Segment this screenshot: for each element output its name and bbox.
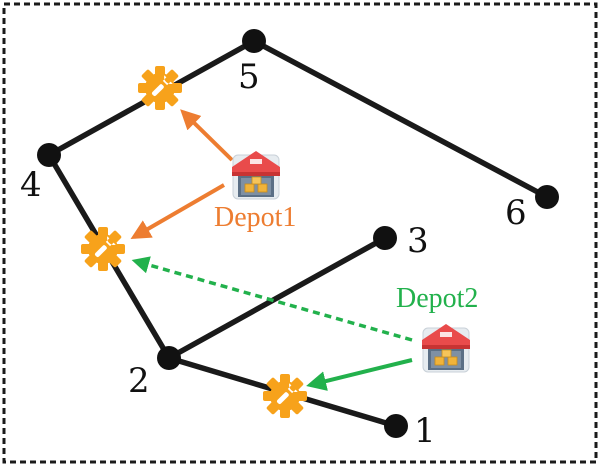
edge-5-6: [251, 38, 550, 200]
edge-2-3: [166, 235, 388, 361]
edges: [46, 38, 550, 429]
depot1-arrow-to-repair-b: [130, 183, 226, 240]
node-1: [384, 414, 408, 438]
node-3: [373, 226, 397, 250]
repair-gear-icon-a: [138, 66, 182, 110]
depot1-arrow-to-repair-a: [180, 109, 234, 162]
depot2-arrow-to-repair-c: [306, 358, 413, 391]
depot1-warehouse-icon: [231, 150, 281, 200]
node-1-label: 1: [414, 411, 436, 451]
depot2-dashed-arrow: [131, 256, 413, 342]
node-4: [37, 143, 61, 167]
node-6: [535, 185, 559, 209]
node-2-label: 2: [128, 361, 150, 401]
repair-gear-icon-b: [81, 227, 125, 271]
depot1-label: Depot1: [214, 202, 296, 233]
node-4-label: 4: [20, 165, 42, 205]
node-3-label: 3: [407, 221, 429, 261]
repair-gear-icon-c: [263, 374, 307, 418]
node-5-label: 5: [238, 57, 260, 97]
node-5: [242, 29, 266, 53]
node-2: [157, 346, 181, 370]
nodes: [37, 29, 559, 438]
node-6-label: 6: [505, 193, 527, 233]
depot2-label: Depot2: [396, 283, 478, 314]
depot2-warehouse-icon: [421, 323, 471, 373]
